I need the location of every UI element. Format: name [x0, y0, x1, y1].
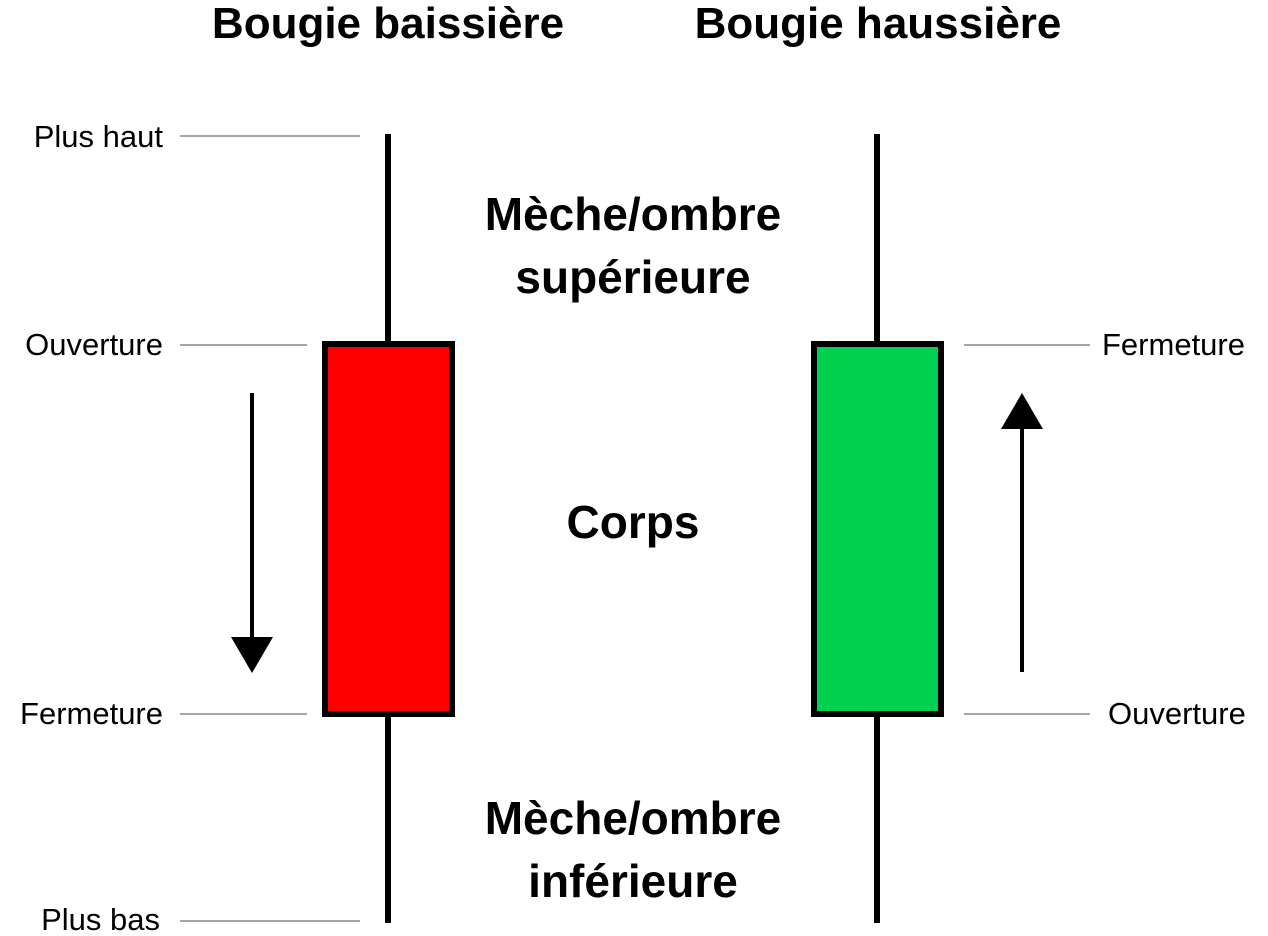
bullish-open-label: Ouverture [1108, 696, 1246, 731]
bearish-open-label: Ouverture [25, 327, 163, 362]
bearish-candle-body [322, 341, 455, 717]
body-label: Corps [567, 496, 700, 548]
high-label: Plus haut [34, 119, 164, 154]
low-label: Plus bas [41, 902, 160, 936]
bullish-close-label: Fermeture [1102, 327, 1245, 362]
lower-wick-label-line1: Mèche/ombre [485, 792, 782, 844]
bearish-candle-title: Bougie baissière [212, 0, 564, 48]
upper-wick-label-line2: supérieure [515, 251, 750, 303]
bullish-candle-title: Bougie haussière [695, 0, 1062, 48]
bullish-candle-body [811, 341, 944, 717]
arrow-down-icon [231, 393, 273, 673]
upper-wick-label-line1: Mèche/ombre [485, 188, 782, 240]
bearish-close-label: Fermeture [20, 696, 163, 731]
lower-wick-label-line2: inférieure [528, 855, 738, 907]
arrow-up-icon [1001, 393, 1043, 672]
